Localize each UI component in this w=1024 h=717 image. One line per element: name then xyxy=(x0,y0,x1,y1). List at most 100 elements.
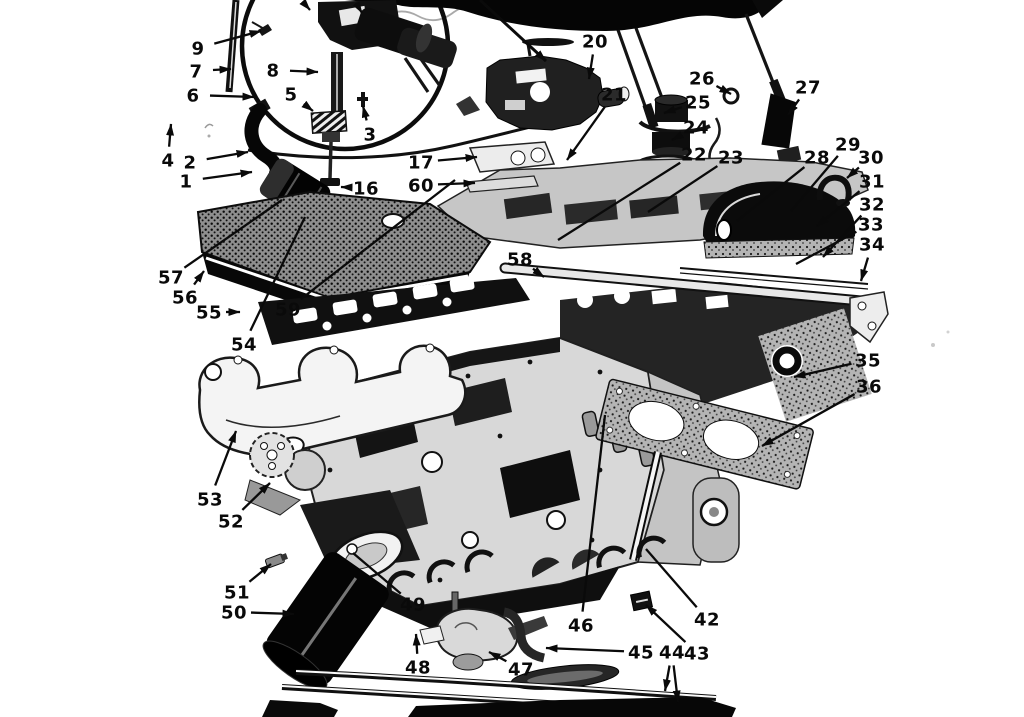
callout-7: 7 xyxy=(189,62,202,83)
callout-23: 23 xyxy=(718,148,744,169)
leader-line xyxy=(437,179,476,188)
callout-21: 21 xyxy=(601,85,627,106)
leader-line xyxy=(249,216,307,332)
leader-line xyxy=(214,430,238,486)
callout-33: 33 xyxy=(858,215,884,236)
leader-line xyxy=(647,165,719,213)
oil-filter xyxy=(262,552,389,690)
bearing-shells xyxy=(386,535,667,595)
leader-line xyxy=(289,67,319,76)
callout-16: 16 xyxy=(353,179,379,200)
fuel-pump xyxy=(419,591,548,671)
oil-filler-tube xyxy=(761,93,802,165)
callout-5: 5 xyxy=(284,85,297,106)
leader-line xyxy=(361,105,370,121)
spacer-gasket xyxy=(465,175,539,193)
callout-57: 57 xyxy=(158,268,184,289)
head-bolt-bracket xyxy=(849,291,889,344)
leader-line xyxy=(437,154,478,163)
leader-line xyxy=(671,131,685,142)
carburetor-spacer xyxy=(468,141,556,173)
callout-20: 20 xyxy=(582,32,608,53)
callout-51: 51 xyxy=(224,583,250,604)
callout-4: 4 xyxy=(161,151,174,172)
callout-30: 30 xyxy=(858,148,884,169)
leader-line xyxy=(213,29,262,45)
leader-line xyxy=(301,100,314,112)
leader-line xyxy=(206,150,249,161)
leader-line xyxy=(787,98,801,116)
leader-line xyxy=(202,169,253,180)
leader-line xyxy=(412,633,421,654)
callout-34: 34 xyxy=(859,235,885,256)
leader-line xyxy=(566,105,607,161)
distributor-hold-down-bolt xyxy=(357,92,368,107)
distributor-shaft xyxy=(331,52,343,114)
leader-line xyxy=(250,609,295,618)
callout-36: 36 xyxy=(856,377,882,398)
callout-55: 55 xyxy=(196,303,222,324)
air-cleaner xyxy=(345,0,783,31)
water-pump-pulley xyxy=(244,432,326,516)
callout-43: 43 xyxy=(684,644,710,665)
callout-48: 48 xyxy=(405,658,431,679)
leader-line xyxy=(212,65,232,74)
distributor-drive-gear xyxy=(310,110,348,186)
leader-line xyxy=(209,92,255,101)
leader-line xyxy=(846,166,860,179)
callout-45: 45 xyxy=(628,643,654,664)
pushrod xyxy=(629,451,662,561)
callout-42: 42 xyxy=(694,610,720,631)
callout-17: 17 xyxy=(408,153,434,174)
leader-line xyxy=(859,257,870,282)
callout-29: 29 xyxy=(835,135,861,156)
rocker-ball-boss xyxy=(771,345,803,377)
leader-line xyxy=(488,650,507,663)
callout-32: 32 xyxy=(859,195,885,216)
leader-line xyxy=(545,644,625,653)
adapter-bolt xyxy=(346,543,358,555)
head-gasket xyxy=(595,378,814,490)
callout-27: 27 xyxy=(795,78,821,99)
leader-line xyxy=(761,393,856,448)
wire-clamp xyxy=(251,21,272,36)
fuel-pump-pushrod xyxy=(451,591,459,613)
leader-line xyxy=(645,604,687,643)
leader-line xyxy=(672,665,681,703)
callout-52: 52 xyxy=(218,512,244,533)
leader-line xyxy=(478,0,548,63)
leader-line xyxy=(795,230,857,266)
callout-47: 47 xyxy=(508,660,534,681)
callout-49: 49 xyxy=(400,595,426,616)
callout-26: 26 xyxy=(689,69,715,90)
leader-line xyxy=(736,166,806,222)
callout-44: 44 xyxy=(659,643,685,664)
callout-35: 35 xyxy=(855,351,881,372)
leader-line xyxy=(241,482,271,511)
callout-3: 3 xyxy=(363,125,376,146)
callout-2: 2 xyxy=(183,153,196,174)
callout-58: 58 xyxy=(507,250,533,271)
callout-54: 54 xyxy=(231,335,257,356)
leader-line xyxy=(532,266,545,278)
callout-6: 6 xyxy=(186,86,199,107)
callout-50: 50 xyxy=(221,603,247,624)
leader-line xyxy=(248,563,272,583)
callout-56: 56 xyxy=(172,288,198,309)
callout-22: 22 xyxy=(681,145,707,166)
leader-line xyxy=(299,0,311,11)
rocker-shaft xyxy=(499,262,878,308)
leader-line xyxy=(645,548,698,608)
callout-9: 9 xyxy=(191,39,204,60)
leader-line xyxy=(715,84,732,96)
leader-line xyxy=(183,199,283,269)
leader-line xyxy=(663,665,671,692)
callout-28: 28 xyxy=(804,148,830,169)
leader-line xyxy=(663,105,683,115)
callout-24: 24 xyxy=(683,118,709,139)
leader-line xyxy=(586,54,595,80)
leader-line xyxy=(166,123,175,147)
dipstick-tube xyxy=(225,0,240,93)
leader-line xyxy=(816,190,861,227)
